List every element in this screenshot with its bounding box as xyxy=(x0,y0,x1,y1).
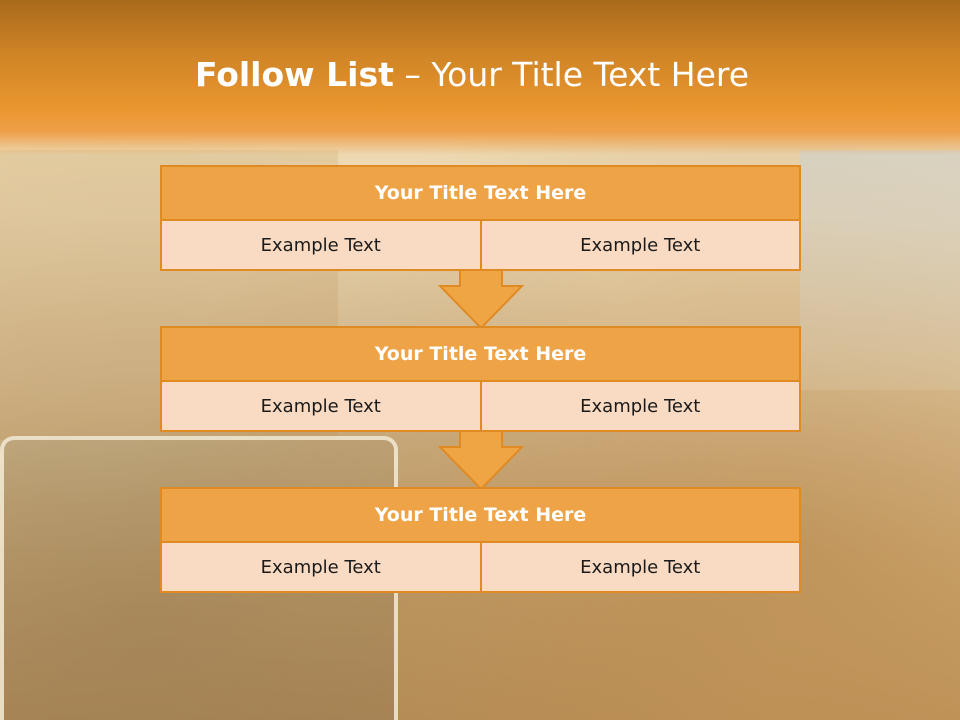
step-row: Example Text Example Text xyxy=(160,221,801,271)
step-cell-left: Example Text xyxy=(160,543,482,593)
step-box-3: Your Title Text Here Example Text Exampl… xyxy=(160,487,801,593)
step-cell-right: Example Text xyxy=(481,382,801,432)
down-arrow-icon xyxy=(438,270,524,330)
step-row: Example Text Example Text xyxy=(160,382,801,432)
step-cell-left: Example Text xyxy=(160,382,482,432)
slide-title: Follow List – Your Title Text Here xyxy=(0,52,944,98)
step-box-2: Your Title Text Here Example Text Exampl… xyxy=(160,326,801,432)
photo-panel-sky xyxy=(800,150,960,390)
step-title: Your Title Text Here xyxy=(160,326,801,382)
slide-title-rest: – Your Title Text Here xyxy=(393,55,750,94)
step-cell-right: Example Text xyxy=(481,221,801,271)
header-band xyxy=(0,0,960,155)
step-title: Your Title Text Here xyxy=(160,487,801,543)
step-title: Your Title Text Here xyxy=(160,165,801,221)
step-cell-right: Example Text xyxy=(481,543,801,593)
step-box-1: Your Title Text Here Example Text Exampl… xyxy=(160,165,801,271)
step-cell-left: Example Text xyxy=(160,221,482,271)
down-arrow-icon xyxy=(438,431,524,491)
step-row: Example Text Example Text xyxy=(160,543,801,593)
slide-title-bold: Follow List xyxy=(194,55,394,94)
